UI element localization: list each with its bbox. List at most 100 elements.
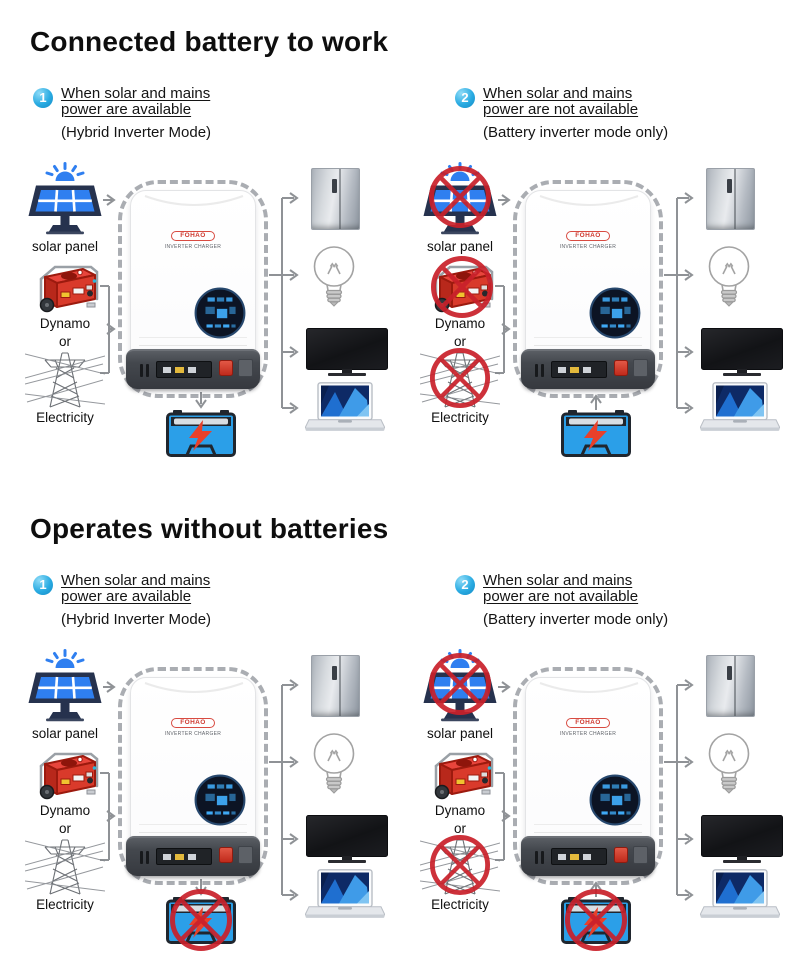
battery-icon <box>561 410 631 457</box>
step-number-badge: 1 <box>33 88 53 108</box>
tv-icon <box>701 815 783 863</box>
scenario-diagram-block: 1 When solar and mains power are availab… <box>8 573 395 951</box>
laptop-art <box>699 382 781 431</box>
refrigerator-icon <box>311 655 360 717</box>
inverter-brand-logo: FOHAO <box>566 718 610 728</box>
dynamo-label: Dynamo <box>434 803 486 818</box>
inverter-lcd-display <box>193 286 247 340</box>
solar-panel-art <box>28 649 102 722</box>
solar-panel-art <box>423 162 497 235</box>
pylon-art <box>25 352 105 408</box>
dynamo-art <box>39 265 99 313</box>
tv-icon <box>306 328 388 376</box>
inverter-dashed-boundary <box>513 180 663 398</box>
or-label: or <box>453 334 466 349</box>
scenario-header: 1 When solar and mains power are availab… <box>8 86 395 141</box>
or-label: or <box>58 821 71 836</box>
electricity-label: Electricity <box>36 897 94 912</box>
tv-stand-base <box>723 860 761 863</box>
scenario-condition-text: When solar and mains power are not avail… <box>483 572 669 629</box>
battery-icon <box>166 410 236 457</box>
inverter-lcd-display <box>193 773 247 827</box>
solar-panel-icon <box>421 162 499 236</box>
scenario-diagram-block: 1 When solar and mains power are availab… <box>8 86 395 457</box>
inverter-brand-logo: FOHAO <box>566 231 610 241</box>
fridge-handle <box>331 665 337 680</box>
tv-icon <box>306 815 388 863</box>
battery-discharge-arrow <box>590 394 602 410</box>
laptop-icon <box>304 869 386 921</box>
battery-art <box>561 410 631 457</box>
scenario-slot-2: 2 When solar and mains power are not ava… <box>403 86 790 472</box>
inverter-terminal-panel <box>521 836 655 876</box>
condition-line-2: power are available <box>61 101 192 118</box>
light-bulb-icon <box>308 732 360 795</box>
battery-breaker-switch <box>614 360 628 376</box>
electricity-label: Electricity <box>431 410 489 425</box>
inverter-caption-text: INVERTER CHARGER <box>559 244 617 250</box>
bulb-art <box>313 246 355 307</box>
pylon-art <box>25 839 105 895</box>
tv-stand-base <box>328 860 366 863</box>
laptop-icon <box>304 382 386 434</box>
inverter-top-seam <box>144 682 244 693</box>
terminal-strip <box>551 361 607 378</box>
hybrid-inverter-device: FOHAO INVERTER CHARGER <box>126 190 260 389</box>
fridge-handle <box>331 178 337 193</box>
light-bulb-icon <box>703 732 755 795</box>
inverter-brand-logo: FOHAO <box>171 231 215 241</box>
power-grid-pylon-icon <box>25 350 105 408</box>
inverter-dashed-boundary <box>118 180 268 398</box>
hybrid-inverter-device: FOHAO INVERTER CHARGER <box>521 677 655 876</box>
section-connected-battery: Connected battery to work 1 When solar a… <box>0 0 790 480</box>
inverter-mode-label: (Battery inverter mode only) <box>483 124 669 141</box>
diagram-canvas: solar panel <box>403 647 790 959</box>
inverter-terminal-panel <box>126 836 260 876</box>
laptop-art <box>304 382 386 431</box>
bulb-art <box>313 733 355 794</box>
condition-line-1: When solar and mains <box>483 85 633 102</box>
tv-icon <box>701 328 783 376</box>
step-number-badge: 2 <box>455 575 475 595</box>
dynamo-generator-icon <box>428 748 496 800</box>
solar-panel-icon <box>26 649 104 723</box>
inverter-mode-label: (Battery inverter mode only) <box>483 611 669 628</box>
inverter-dashed-boundary <box>513 667 663 885</box>
diagram-canvas: solar panel <box>8 160 395 472</box>
inverter-seam-lines <box>139 824 247 833</box>
terminal-strip <box>156 361 212 378</box>
inverter-terminal-panel <box>126 349 260 389</box>
hybrid-inverter-device: FOHAO INVERTER CHARGER <box>126 677 260 876</box>
condition-line-1: When solar and mains <box>483 572 633 589</box>
tv-stand-neck <box>737 856 747 860</box>
inverter-mode-label: (Hybrid Inverter Mode) <box>61 611 212 628</box>
power-grid-pylon-icon <box>25 837 105 895</box>
tv-stand-neck <box>737 369 747 373</box>
inverter-seam-lines <box>139 337 247 346</box>
inverter-dashed-boundary <box>118 667 268 885</box>
scenario-header: 2 When solar and mains power are not ava… <box>403 573 790 628</box>
scenario-slot-2: 2 When solar and mains power are not ava… <box>403 573 790 959</box>
power-grid-pylon-icon <box>420 834 500 896</box>
diagram-canvas: solar panel <box>8 647 395 959</box>
solar-panel-label: solar panel <box>31 239 99 254</box>
tv-stand-base <box>328 373 366 376</box>
solar-panel-art <box>28 162 102 235</box>
bulb-art <box>708 733 750 794</box>
scenario-header: 2 When solar and mains power are not ava… <box>403 86 790 141</box>
inverter-lcd-display <box>588 286 642 340</box>
battery-discharge-arrow <box>590 881 602 897</box>
port-cover <box>238 846 253 864</box>
dynamo-art <box>39 752 99 800</box>
inverter-top-seam <box>539 682 639 693</box>
inverter-caption-text: INVERTER CHARGER <box>164 731 222 737</box>
battery-breaker-switch <box>219 360 233 376</box>
dynamo-label: Dynamo <box>434 316 486 331</box>
terminal-pin <box>146 851 149 864</box>
solar-panel-icon <box>26 162 104 236</box>
terminal-pin <box>535 851 538 864</box>
solar-panel-label: solar panel <box>426 726 494 741</box>
dynamo-generator-icon <box>33 261 101 313</box>
port-cover <box>633 846 648 864</box>
scenario-slot-1: 1 When solar and mains power are availab… <box>8 573 395 959</box>
